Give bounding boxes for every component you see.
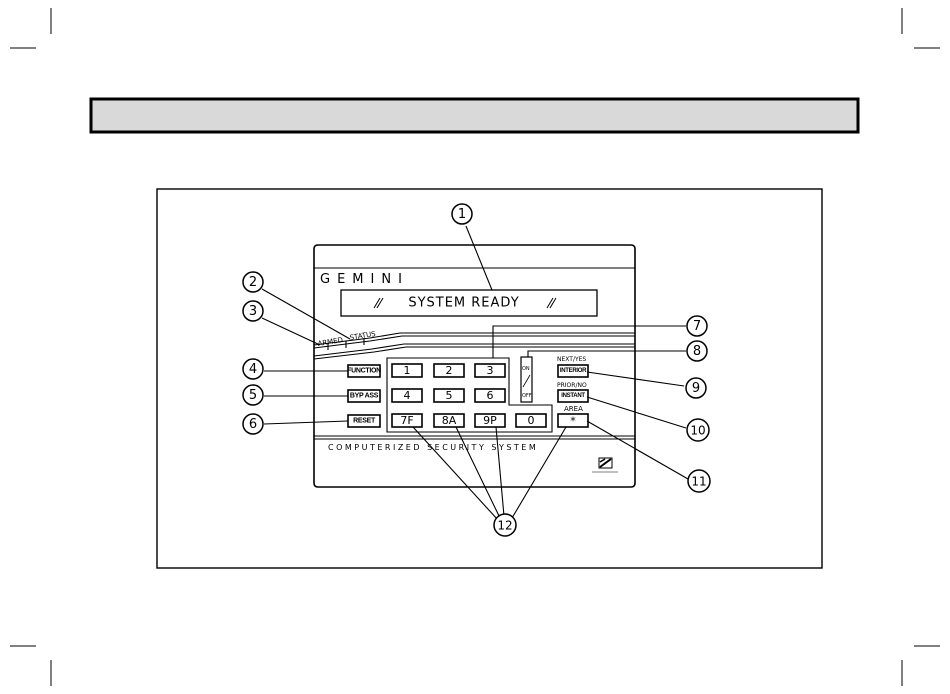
footer-label: COMPUTERIZED SECURITY SYSTEM — [328, 443, 538, 452]
function-key[interactable]: FUNCTION — [347, 365, 381, 377]
svg-text:INTERIOR: INTERIOR — [560, 368, 587, 374]
header-bar — [91, 99, 858, 132]
on-off-switch[interactable]: ON OFF — [521, 357, 532, 402]
key-3[interactable]: 3 — [475, 364, 505, 377]
lcd-display: SYSTEM READY — [341, 290, 597, 316]
brand-logo: GEMINI — [320, 272, 409, 287]
callout-7: 7 — [687, 316, 707, 336]
interior-key[interactable]: INTERIOR — [558, 365, 588, 377]
callout-6: 6 — [243, 414, 263, 434]
svg-text:8A: 8A — [442, 414, 457, 427]
svg-text:7: 7 — [693, 319, 701, 334]
svg-text:3: 3 — [487, 364, 494, 377]
svg-text:3: 3 — [249, 304, 257, 319]
manufacturer-logo — [592, 458, 618, 472]
area-label: AREA — [564, 405, 583, 413]
key-7[interactable]: 7F — [392, 414, 422, 427]
prior-no-label: PRIOR/NO — [557, 382, 587, 389]
svg-text:9P: 9P — [483, 414, 497, 427]
svg-text:1: 1 — [404, 364, 411, 377]
svg-text:5: 5 — [446, 389, 453, 402]
callout-12: 12 — [494, 514, 516, 536]
key-0[interactable]: 0 — [516, 414, 546, 427]
svg-text:6: 6 — [249, 417, 257, 432]
svg-text:10: 10 — [690, 424, 705, 438]
bypass-key[interactable]: BYP ASS — [348, 390, 380, 402]
svg-text:RESET: RESET — [353, 418, 376, 425]
callout-8: 8 — [687, 341, 707, 361]
callout-9: 9 — [686, 378, 706, 398]
key-5[interactable]: 5 — [434, 389, 464, 402]
svg-text:BYP ASS: BYP ASS — [350, 393, 379, 400]
svg-text:4: 4 — [404, 389, 411, 402]
callout-10: 10 — [687, 419, 709, 441]
svg-text:1: 1 — [458, 207, 466, 222]
svg-text:2: 2 — [446, 364, 453, 377]
key-2[interactable]: 2 — [434, 364, 464, 377]
svg-text:FUNCTION: FUNCTION — [347, 368, 381, 375]
svg-text:12: 12 — [497, 519, 512, 533]
off-label: OFF — [522, 393, 532, 399]
svg-text:9: 9 — [692, 381, 700, 396]
svg-text:4: 4 — [249, 362, 257, 377]
svg-text:11: 11 — [691, 475, 706, 489]
callout-4: 4 — [243, 359, 263, 379]
svg-text:5: 5 — [249, 388, 257, 403]
callout-11: 11 — [688, 470, 710, 492]
key-8[interactable]: 8A — [434, 414, 464, 427]
key-4[interactable]: 4 — [392, 389, 422, 402]
svg-text:6: 6 — [487, 389, 494, 402]
on-label: ON — [522, 366, 530, 372]
next-yes-label: NEXT/YES — [557, 356, 586, 363]
callout-2: 2 — [243, 272, 263, 292]
display-text: SYSTEM READY — [408, 296, 519, 311]
svg-text:*: * — [570, 415, 576, 428]
reset-key[interactable]: RESET — [348, 415, 380, 427]
star-key[interactable]: * — [558, 414, 588, 428]
svg-text:0: 0 — [528, 414, 535, 427]
key-9[interactable]: 9P — [475, 414, 505, 427]
svg-text:INSTANT: INSTANT — [561, 393, 585, 399]
key-6[interactable]: 6 — [475, 389, 505, 402]
svg-text:7F: 7F — [400, 414, 413, 427]
callout-1: 1 — [452, 204, 472, 224]
callout-5: 5 — [243, 385, 263, 405]
svg-text:8: 8 — [693, 344, 701, 359]
svg-text:2: 2 — [249, 275, 257, 290]
key-1[interactable]: 1 — [392, 364, 422, 377]
instant-key[interactable]: INSTANT — [558, 390, 588, 402]
callout-3: 3 — [243, 301, 263, 321]
